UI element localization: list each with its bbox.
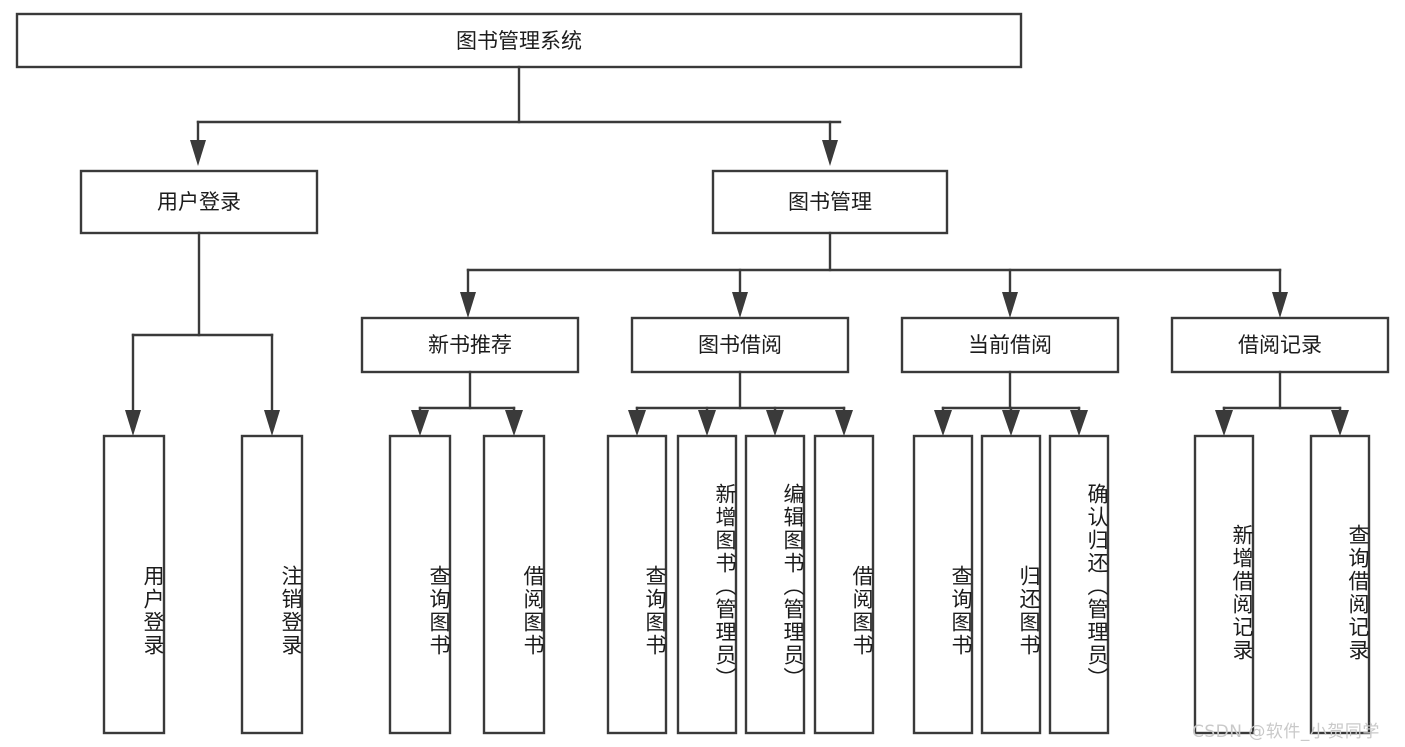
leaf-box-new-book-recommend-1[interactable] [482,434,546,735]
node-new-book-recommend-label: 新书推荐 [428,333,512,357]
arrow-head-icon [460,292,476,318]
connector-current-borrow-to-leaves [934,370,1088,436]
arrow-head-icon [732,292,748,318]
node-root-label: 图书管理系统 [456,29,582,53]
arrow-head-icon [1002,292,1018,318]
leaf-box-book-borrow-1[interactable] [676,434,738,735]
node-new-book-recommend[interactable]: 新书推荐 [360,316,580,374]
arrow-head-icon [822,140,838,166]
arrow-head-icon [934,410,952,436]
leaf-box-book-borrow-0[interactable] [606,434,668,735]
arrow-head-icon [1331,410,1349,436]
csdn-watermark: CSDN @软件_小贺同学 [1192,722,1380,742]
connector-book-borrow-to-leaves [628,370,853,436]
arrow-head-icon [411,410,429,436]
node-book-management-label: 图书管理 [788,190,872,214]
node-borrow-record-label: 借阅记录 [1238,333,1322,357]
leaf-box-book-borrow-2[interactable] [744,434,806,735]
arrow-head-icon [766,410,784,436]
leaf-box-user-login-1[interactable] [240,434,304,735]
arrow-head-icon [1070,410,1088,436]
leaf-box-current-borrow-2[interactable] [1048,434,1110,735]
connector-book-management-to-level2 [460,231,1288,318]
arrow-head-icon [190,140,206,166]
node-book-management[interactable]: 图书管理 [711,169,949,235]
node-borrow-record[interactable]: 借阅记录 [1170,316,1390,374]
node-user-login-box[interactable] [79,169,319,235]
leaf-box-current-borrow-0[interactable] [912,434,974,735]
connector-root-to-level1 [190,65,842,166]
arrow-head-icon [264,410,280,436]
node-book-borrow-label: 图书借阅 [698,333,782,357]
node-root-box[interactable] [15,12,1023,69]
arrow-head-icon [698,410,716,436]
connector-new-book-recommend-to-leaves [411,370,523,436]
connector-user-login-to-leaves [125,231,280,436]
leaf-box-new-book-recommend-0[interactable] [388,434,452,735]
arrow-head-icon [1215,410,1233,436]
connector-borrow-record-to-leaves [1215,370,1349,436]
leaf-box-borrow-record-1[interactable] [1309,434,1371,735]
leaf-box-user-login-0[interactable] [102,434,166,735]
leaf-box-book-borrow-3[interactable] [813,434,875,735]
leaf-box-current-borrow-1[interactable] [980,434,1042,735]
arrow-head-icon [1272,292,1288,318]
arrow-head-icon [835,410,853,436]
node-root[interactable]: 图书管理系统 [15,12,1023,69]
arrow-head-icon [125,410,141,436]
node-book-borrow[interactable]: 图书借阅 [630,316,850,374]
node-new-book-recommend-box[interactable] [360,316,580,374]
arrow-head-icon [1002,410,1020,436]
arrow-head-icon [505,410,523,436]
node-current-borrow-label: 当前借阅 [968,333,1052,357]
node-current-borrow[interactable]: 当前借阅 [900,316,1120,374]
node-user-login-label: 用户登录 [157,190,241,214]
node-user-login[interactable]: 用户登录 [79,169,319,235]
leaf-box-borrow-record-0[interactable] [1193,434,1255,735]
node-current-borrow-box[interactable] [900,316,1120,374]
arrow-head-icon [628,410,646,436]
